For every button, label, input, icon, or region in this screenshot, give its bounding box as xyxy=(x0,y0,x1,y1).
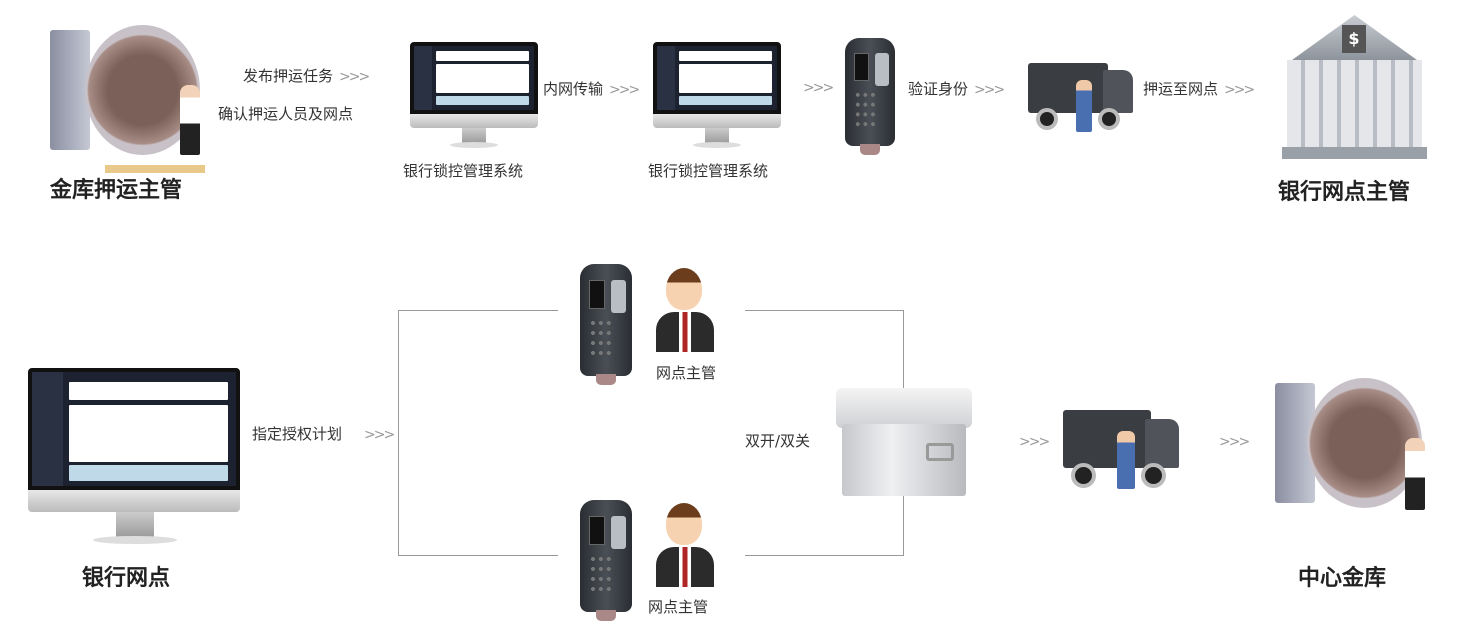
supervisor-label-bottom: 网点主管 xyxy=(648,598,709,616)
chevrons-icon: >>> xyxy=(974,82,1005,98)
vault-illustration xyxy=(1275,378,1425,513)
armored-truck-illustration xyxy=(1063,405,1179,491)
vault-illustration xyxy=(50,25,205,173)
person-icon xyxy=(180,85,200,155)
handheld-lock-device xyxy=(580,264,632,385)
handheld-lock-device xyxy=(580,500,632,621)
connector-line xyxy=(398,310,558,311)
verify-identity-label: 验证身份>>> xyxy=(908,80,1005,98)
transfer-label: 内网传输>>> xyxy=(543,80,640,98)
monitor-illustration xyxy=(653,42,781,152)
connector-line xyxy=(398,555,558,556)
person-icon xyxy=(1405,438,1425,510)
dual-control-label: 双开/双关 xyxy=(745,432,811,450)
system-label-2: 银行锁控管理系统 xyxy=(648,162,769,180)
chevrons-icon: >>> xyxy=(1019,434,1050,450)
bank-branch-label: 银行网点 xyxy=(82,566,171,591)
bank-building-illustration: $ xyxy=(1282,15,1427,160)
confirm-personnel-label: 确认押运人员及网点 xyxy=(218,105,354,123)
chevrons-icon: >>> xyxy=(339,69,370,85)
dollar-icon: $ xyxy=(1342,25,1366,53)
branch-supervisor-label: 银行网点主管 xyxy=(1278,180,1411,205)
system-label-1: 银行锁控管理系统 xyxy=(403,162,524,180)
monitor-illustration xyxy=(28,368,240,548)
chevrons-icon: >>> xyxy=(1224,82,1255,98)
assign-plan-label: 指定授权计划>>> xyxy=(252,425,395,443)
supervisor-label-top: 网点主管 xyxy=(656,364,717,382)
connector-line xyxy=(398,310,399,556)
chevrons-icon: >>> xyxy=(1219,434,1250,450)
supervisor-avatar xyxy=(650,503,718,587)
handheld-lock-device xyxy=(845,38,895,155)
monitor-illustration xyxy=(410,42,538,152)
central-vault-label: 中心金库 xyxy=(1298,566,1387,591)
connector-line xyxy=(745,555,903,556)
chevrons-icon: >>> xyxy=(609,82,640,98)
guard-icon xyxy=(1076,80,1092,132)
cash-box-illustration xyxy=(836,388,972,500)
chevrons-icon: >>> xyxy=(364,427,395,443)
publish-task-label: 发布押运任务>>> xyxy=(243,67,370,85)
vault-supervisor-label: 金库押运主管 xyxy=(50,178,183,203)
armored-truck-illustration xyxy=(1028,58,1133,133)
escort-label: 押运至网点>>> xyxy=(1143,80,1255,98)
connector-line xyxy=(745,310,903,311)
chevrons-icon: >>> xyxy=(803,80,834,96)
guard-icon xyxy=(1117,431,1135,489)
supervisor-avatar xyxy=(650,268,718,352)
